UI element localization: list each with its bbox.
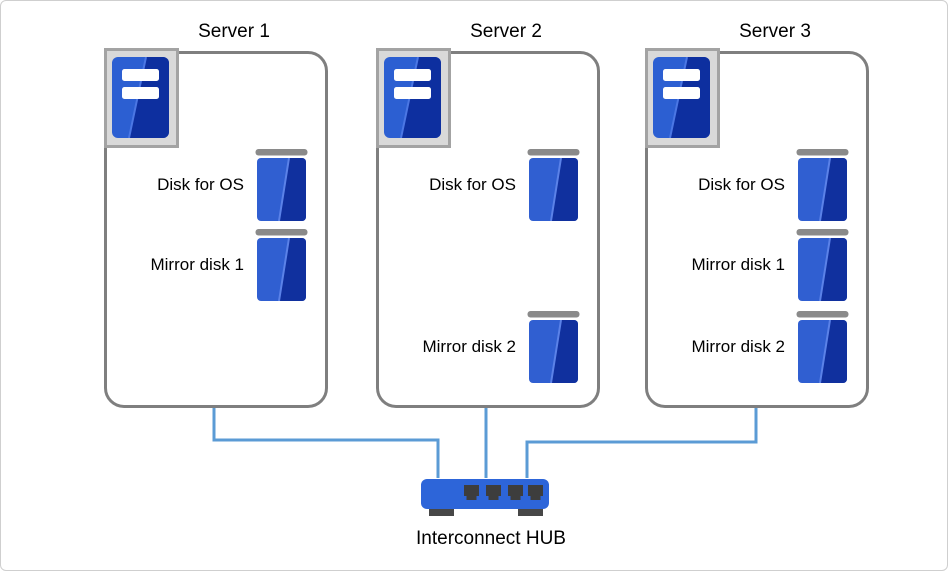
hub-label: Interconnect HUB: [416, 528, 566, 549]
disk-icon: [255, 149, 308, 221]
hub-ports: [464, 485, 543, 500]
disk-label: Disk for OS: [429, 175, 516, 194]
disk-row: Mirror disk 1: [114, 229, 308, 301]
server-title: Server 3: [739, 21, 811, 42]
disk-icon: [527, 311, 580, 383]
disk-row: Disk for OS: [386, 149, 580, 221]
disk-icon: [796, 311, 849, 383]
disk-label: Disk for OS: [157, 175, 244, 194]
server-tower-icon: [104, 48, 179, 148]
disk-icon: [796, 229, 849, 301]
disk-row: Mirror disk 2: [655, 311, 849, 383]
disk-icon: [796, 149, 849, 221]
disk-label: Mirror disk 1: [150, 255, 244, 274]
disk-icon: [527, 149, 580, 221]
server-group-2: Server 2 Disk for OS M: [376, 1, 600, 570]
disk-label: Mirror disk 2: [691, 337, 785, 356]
disk-label: Mirror disk 1: [691, 255, 785, 274]
disk-row: Mirror disk 1: [655, 229, 849, 301]
server-tower-icon: [645, 48, 720, 148]
hub-icon: [421, 479, 549, 516]
disk-row: Disk for OS: [655, 149, 849, 221]
disk-icon: [255, 229, 308, 301]
disk-label: Disk for OS: [698, 175, 785, 194]
disk-row: Disk for OS: [114, 149, 308, 221]
disk-label: Mirror disk 2: [422, 337, 516, 356]
server-group-3: Server 3 Disk for OS M: [645, 1, 869, 570]
server-title: Server 1: [198, 21, 270, 42]
server-title: Server 2: [470, 21, 542, 42]
server-group-1: Server 1 Disk for OS M: [104, 1, 328, 570]
disk-row: Mirror disk 2: [386, 311, 580, 383]
server-tower-icon: [376, 48, 451, 148]
